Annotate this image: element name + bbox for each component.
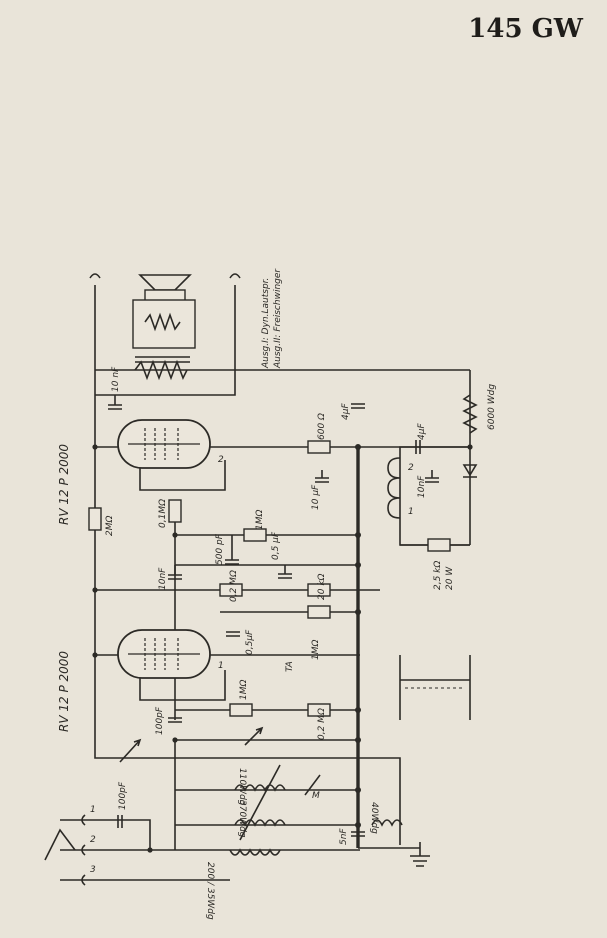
lbl-r-02M-low: 0,2 MΩ: [317, 708, 327, 740]
speaker-label-group: Ausg.I: Dyn.Lautspr. Ausg.II: Freischwin…: [261, 268, 283, 369]
resistor-1M-low: [229, 703, 253, 717]
lbl-c-10uF: 10 µF: [311, 484, 321, 510]
switch-M: [304, 774, 321, 796]
junctions: [92, 444, 473, 853]
lbl-coil-110: 110Wdg: [237, 768, 247, 806]
lbl-r-20k: 20 kΩ: [317, 573, 327, 600]
resistor-02M-low: [307, 703, 331, 717]
resistor-20k: [307, 583, 331, 597]
resistor-02M-mid: [219, 583, 243, 597]
speaker: [89, 273, 241, 381]
cap-500pF: [225, 535, 239, 565]
component-labels: 10 nF 2MΩ 0,1MΩ 10nF 500 pF 0,5 µF 1MΩ 0…: [90, 366, 497, 920]
tube-lower-type: RV 12 P 2000: [57, 651, 71, 732]
coil-tuner-arrow: [239, 764, 281, 841]
cap-5nF: [351, 831, 365, 837]
cap-10nF-right: [425, 470, 439, 483]
lbl-choke-1: 1: [408, 507, 414, 517]
speaker-label-1: Ausg.I: Dyn.Lautspr.: [261, 278, 271, 369]
coil-40: [371, 819, 403, 827]
cap-05uF-mid: [278, 565, 292, 579]
resistor-2M: [88, 507, 102, 531]
antenna-sockets: [81, 814, 86, 886]
lbl-r-01M: 0,1MΩ: [158, 499, 168, 528]
page-title: 145 GW: [468, 14, 583, 44]
cap-10nF-mid: [168, 565, 182, 580]
lbl-c-10nF-right: 10nF: [417, 475, 427, 498]
antenna-icon: [44, 828, 76, 861]
lbl-coil-370: 370Wdg: [237, 800, 247, 838]
lbl-r-25k-w: 20 W: [445, 566, 455, 590]
speaker-label-2: Ausg.II: Freischwinger: [273, 268, 283, 369]
coils: [229, 764, 403, 856]
var-cap-mid: [244, 726, 264, 746]
lbl-r-1M-mid: 1MΩ: [255, 510, 265, 530]
lbl-coil-40: 40Wdg: [369, 802, 379, 834]
resistor-6000: [462, 394, 478, 434]
capacitors: [108, 395, 439, 837]
lbl-r-02M-mid: 0,2 MΩ: [229, 570, 239, 602]
lbl-coil-200: 200 / 35Wdg: [205, 862, 215, 920]
lbl-r-2M: 2MΩ: [105, 516, 115, 536]
lbl-c-4uF-right: 4µF: [417, 423, 427, 440]
lbl-c-5nF: 5nF: [339, 828, 349, 845]
choke-1-2: [387, 457, 401, 519]
resistor-1M-mid: [243, 528, 267, 542]
lbl-r-6000: 6000 Wdg: [487, 384, 497, 430]
resistor-25k: [427, 538, 451, 552]
lbl-tap-TA: TA: [285, 661, 295, 672]
cap-10uF: [315, 470, 329, 483]
lbl-c-100pF-grid: 100pF: [155, 706, 165, 735]
lbl-c-100pF-ant: 100pF: [118, 781, 128, 810]
tube-lower: [117, 629, 211, 679]
resistor-1M-t1: [307, 605, 331, 619]
coil-200: [229, 848, 281, 856]
coil-110: [234, 784, 286, 792]
resistors: [88, 394, 478, 717]
cap-4uF-top: [351, 403, 365, 409]
lbl-c-500pF: 500 pF: [215, 533, 225, 565]
lbl-r-1M-low: 1MΩ: [239, 680, 249, 700]
lbl-r-1M-t1: 1MΩ: [311, 640, 321, 660]
resistor-600: [307, 440, 331, 454]
cap-100pF-ant: [117, 815, 123, 828]
coil-370: [234, 819, 286, 827]
lbl-c-05uF-t1: 0,5µF: [245, 629, 255, 655]
tube-upper-pin: 2: [218, 455, 224, 465]
cap-05uF-t1: [226, 631, 240, 637]
lbl-switch-M: M: [312, 791, 320, 801]
lbl-c-05uF-mid: 0,5 µF: [271, 531, 281, 560]
tube-upper: [117, 419, 211, 469]
lbl-r-25k: 2,5 kΩ: [433, 561, 443, 590]
lbl-c-10nF-top: 10 nF: [111, 366, 121, 392]
cap-100pF-grid: [168, 717, 182, 723]
lbl-ant-1: 1: [90, 805, 96, 815]
lbl-c-10nF-mid: 10nF: [158, 567, 168, 590]
tube-lower-pin: 1: [218, 661, 224, 671]
lbl-c-4uF-top: 4µF: [341, 403, 351, 420]
lbl-ant-2: 2: [90, 835, 96, 845]
resistor-01M: [168, 499, 182, 523]
lbl-r-600: 600 Ω: [317, 413, 327, 440]
lbl-choke-2: 2: [408, 463, 414, 473]
cap-10nF-top: [108, 395, 122, 410]
rectifier-diode: [462, 464, 478, 478]
cap-4uF-right: [415, 440, 421, 454]
tube-upper-type: RV 12 P 2000: [57, 444, 71, 525]
var-cap-ant: [119, 738, 142, 763]
lbl-ant-3: 3: [90, 865, 96, 875]
ground-icon: [410, 842, 430, 867]
